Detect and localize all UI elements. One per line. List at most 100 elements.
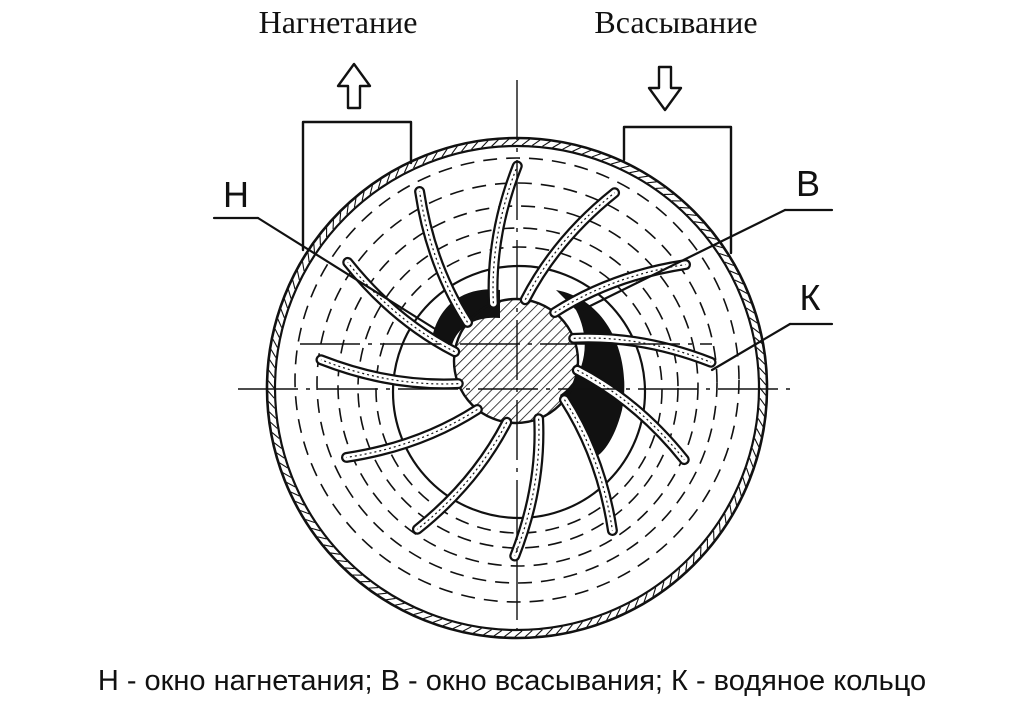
casing-hatch-line bbox=[756, 428, 762, 438]
casing-hatch-line bbox=[596, 615, 603, 625]
casing-hatch-line bbox=[330, 552, 340, 555]
casing-hatch-line bbox=[305, 518, 315, 523]
casing-hatch-line bbox=[685, 561, 688, 572]
water-ring-dashed-contour bbox=[357, 227, 679, 549]
casing-hatch-line bbox=[283, 298, 289, 309]
casing-hatch-line bbox=[562, 144, 572, 150]
water-ring-dashed-contour bbox=[375, 246, 663, 534]
casing-hatch-line bbox=[647, 181, 657, 184]
casing-hatch-line bbox=[707, 236, 717, 240]
casing-hatch-line bbox=[432, 618, 443, 623]
casing-hatch-line bbox=[274, 328, 280, 338]
casing-hatch-line bbox=[660, 581, 665, 591]
casing-hatch-line bbox=[394, 602, 405, 606]
casing-hatch-line bbox=[729, 270, 739, 276]
casing-hatch-line bbox=[337, 560, 348, 563]
casing-hatch-line bbox=[718, 522, 721, 532]
casing-hatch-line bbox=[501, 138, 510, 146]
casing-hatch-line bbox=[719, 253, 729, 258]
casing-hatch-line bbox=[758, 367, 767, 375]
casing-hatch-line bbox=[286, 481, 296, 488]
discharge-port-housing bbox=[301, 120, 413, 252]
casing-hatch-line bbox=[738, 486, 742, 497]
casing-hatch-line bbox=[462, 626, 472, 632]
casing-hatch-line bbox=[524, 630, 533, 638]
impeller-blade-hatch bbox=[418, 191, 469, 323]
center-lines bbox=[238, 80, 792, 630]
water-ring-inner-boundary bbox=[391, 264, 647, 520]
casing-hatch-line bbox=[555, 626, 563, 635]
casing-hatch-line bbox=[692, 554, 695, 564]
casing-hatch-line bbox=[472, 627, 482, 634]
casing-hatch-line bbox=[368, 586, 379, 589]
casing-hatch-line bbox=[344, 567, 355, 570]
casing-hatch-line bbox=[634, 598, 640, 608]
impeller-hub bbox=[452, 297, 580, 425]
casing-hatch-line bbox=[503, 630, 513, 638]
casing-hatch-line bbox=[576, 621, 583, 631]
casing-hatch-line bbox=[734, 495, 738, 506]
impeller-blade-hatch bbox=[563, 399, 614, 531]
casing-hatch-line bbox=[268, 411, 277, 419]
casing-hatch-line bbox=[386, 597, 396, 601]
casing-hatch-line bbox=[686, 213, 697, 216]
casing-hatch-line bbox=[754, 337, 763, 344]
discharge-arrow-up-icon bbox=[336, 62, 372, 110]
casing-hatch-line bbox=[724, 261, 734, 266]
casing-hatch-line bbox=[311, 527, 321, 532]
casing-hatch-line bbox=[652, 587, 657, 597]
casing-hatch-line bbox=[287, 289, 292, 299]
casing-hatch-line bbox=[292, 279, 296, 290]
suction-label: Всасывание bbox=[594, 4, 757, 40]
casing-hatch-line bbox=[734, 279, 744, 285]
impeller-blade-hatch bbox=[346, 408, 478, 459]
casing-hatch-line bbox=[269, 359, 276, 368]
casing-hatch-line bbox=[403, 163, 409, 173]
casing-hatch-line bbox=[591, 153, 602, 158]
casing-hatch-line bbox=[296, 270, 300, 281]
casing-hatch-line bbox=[679, 206, 690, 209]
impeller-blade-hatch bbox=[492, 165, 518, 304]
casing-hatch-line bbox=[601, 156, 611, 161]
casing-hatch-line bbox=[423, 615, 433, 620]
casing-hatch-line bbox=[586, 618, 593, 628]
casing-hatch-line bbox=[620, 165, 630, 169]
casing-hatch-line bbox=[269, 421, 278, 429]
casing-hatch-line bbox=[452, 624, 462, 630]
casing-hatch-line bbox=[270, 349, 277, 358]
casing-hatch-line bbox=[759, 377, 767, 386]
casing-hatch-line bbox=[757, 357, 766, 365]
casing-hatch-line bbox=[386, 173, 391, 184]
casing-hatch-line bbox=[677, 568, 681, 579]
casing-hatch-line bbox=[279, 462, 288, 469]
casing-hatch-line bbox=[481, 140, 489, 148]
impeller-blade-hatch bbox=[320, 359, 459, 385]
casing-hatch-line bbox=[615, 607, 621, 617]
casing-hatch-line bbox=[268, 369, 275, 379]
casing-hatch-line bbox=[749, 458, 754, 468]
casing-hatch-line bbox=[280, 308, 285, 318]
impeller-blade-hatch bbox=[524, 192, 615, 300]
casing-hatch-line bbox=[301, 261, 305, 272]
water-ring-leader bbox=[710, 322, 834, 372]
casing-hatch-line bbox=[300, 510, 310, 515]
impeller-blade-hatch bbox=[573, 337, 712, 363]
casing-hatch-line bbox=[752, 327, 761, 334]
casing-hatch-line bbox=[759, 397, 766, 407]
casing-hatch-line bbox=[545, 628, 553, 636]
casing-hatch-line bbox=[511, 138, 520, 146]
casing-hatch-line bbox=[271, 432, 280, 439]
casing-hatch-line bbox=[313, 244, 316, 254]
discharge-leader bbox=[212, 216, 442, 334]
casing-hatch-line bbox=[729, 504, 733, 515]
casing-hatch-line bbox=[738, 288, 748, 295]
casing-hatch-line bbox=[638, 175, 648, 179]
casing-hatch-line bbox=[756, 347, 765, 355]
water-ring-letter: К bbox=[800, 277, 821, 318]
casing-hatch-line bbox=[422, 155, 428, 165]
casing-hatch-line bbox=[643, 592, 648, 603]
casing-hatch-line bbox=[273, 442, 282, 449]
casing-hatch-line bbox=[290, 491, 300, 497]
water-ring-contours bbox=[294, 157, 740, 603]
casing-hatch-line bbox=[295, 500, 305, 506]
